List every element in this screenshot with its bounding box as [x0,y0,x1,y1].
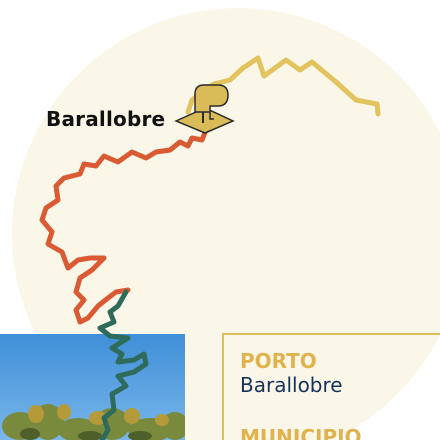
port-value: Barallobre [240,373,343,397]
route-segment-green [97,289,149,440]
municipality-heading: MUNICIPIO [240,425,362,440]
info-box: PORTO Barallobre MUNICIPIO [222,333,440,440]
route-segment-red [39,127,209,325]
landscape-photo [0,334,185,440]
port-heading: PORTO [240,349,317,373]
stamp-marker-icon [174,84,235,134]
place-label: Barallobre [46,107,166,131]
